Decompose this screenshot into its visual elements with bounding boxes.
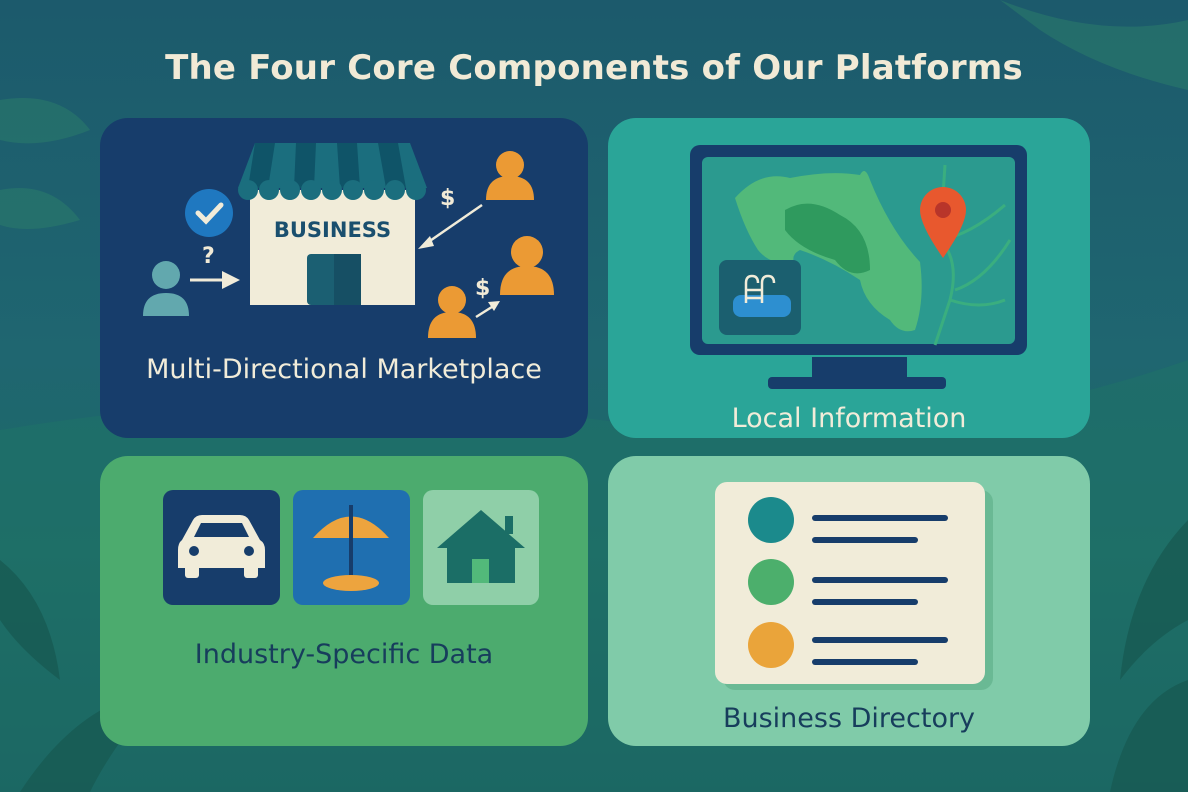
person-teal-icon xyxy=(143,261,189,316)
arrow-payment-icon xyxy=(418,203,483,249)
car-tile xyxy=(163,490,280,605)
swimming-pool-icon xyxy=(719,260,801,335)
arrow-payment-icon xyxy=(475,301,500,319)
dollar-sign: $ xyxy=(475,276,491,301)
person-orange-icon xyxy=(428,286,476,338)
card-label-local-information: Local Information xyxy=(731,403,967,434)
arrow-right-icon xyxy=(190,271,240,289)
dollar-sign: $ xyxy=(440,186,456,211)
card-label-business-directory: Business Directory xyxy=(722,703,976,734)
page-title: The Four Core Components of Our Platform… xyxy=(165,48,1023,88)
question-mark: ? xyxy=(202,244,215,269)
map-icon xyxy=(735,164,1012,346)
directory-document xyxy=(715,482,993,690)
beach-umbrella-tile xyxy=(293,490,410,605)
leaf-decoration xyxy=(1000,0,1188,90)
location-pin-icon xyxy=(920,187,966,258)
leaf-decoration xyxy=(1110,520,1188,792)
card-label-marketplace: Multi-Directional Marketplace xyxy=(146,354,542,385)
person-orange-icon xyxy=(500,236,554,295)
card-label-industry-data: Industry-Specific Data xyxy=(194,639,494,670)
person-orange-icon xyxy=(486,151,534,200)
leaf-decoration xyxy=(0,98,90,229)
store-icon xyxy=(238,143,427,305)
store-sign-text: BUSINESS xyxy=(273,218,392,242)
check-badge-icon xyxy=(185,189,233,237)
house-tile xyxy=(423,490,539,605)
